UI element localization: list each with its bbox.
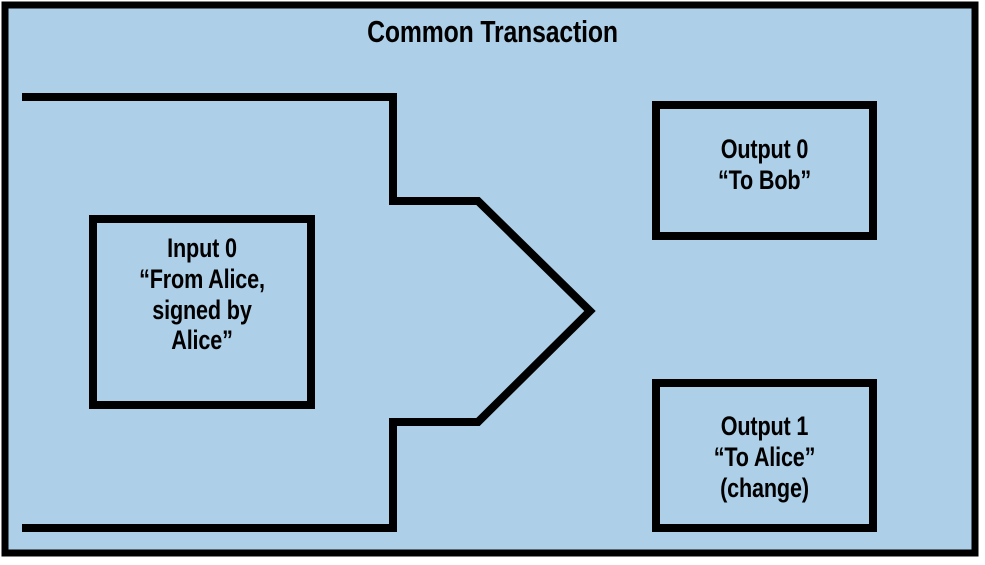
output-0-box [652,101,877,240]
input-0-box [89,215,315,409]
output-1-box [652,379,877,532]
transaction-flow-arrow [22,93,596,532]
